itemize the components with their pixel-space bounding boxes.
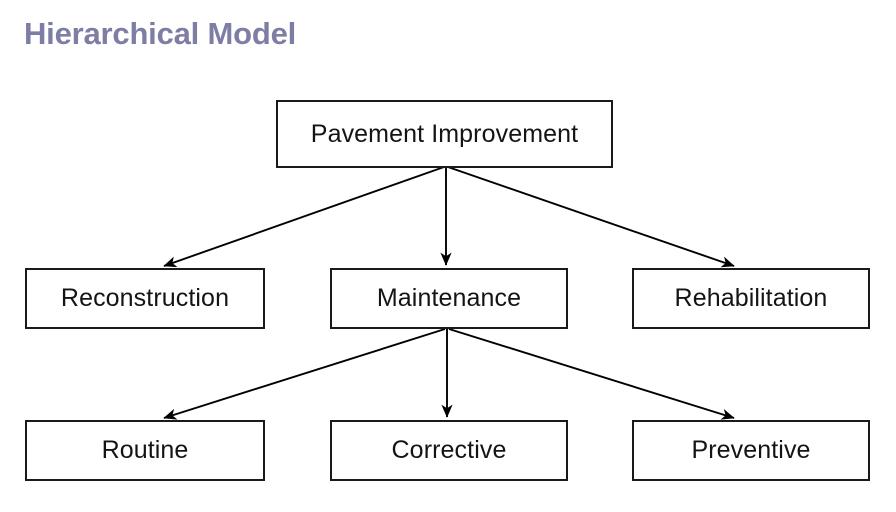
edge-maintenance-to-routine [163,328,446,420]
node-label: Rehabilitation [674,284,828,312]
edge-root-to-reconstruction [163,166,445,268]
node-maintenance[interactable]: Maintenance [330,268,568,329]
page-title: Hierarchical Model [24,16,297,51]
node-label: Routine [101,436,189,464]
node-label: Reconstruction [60,284,230,312]
node-routine[interactable]: Routine [25,420,265,481]
node-rehabilitation[interactable]: Rehabilitation [632,268,870,329]
edge-maintenance-to-preventive [448,328,735,420]
node-label: Corrective [391,436,507,464]
node-reconstruction[interactable]: Reconstruction [25,268,265,329]
edge-root-to-rehabilitation [447,166,735,268]
node-preventive[interactable]: Preventive [632,420,870,481]
node-label: Preventive [691,436,811,464]
node-pavement-improvement[interactable]: Pavement Improvement [276,100,613,168]
node-label: Pavement Improvement [310,119,579,148]
node-corrective[interactable]: Corrective [330,420,568,481]
node-label: Maintenance [376,284,522,312]
